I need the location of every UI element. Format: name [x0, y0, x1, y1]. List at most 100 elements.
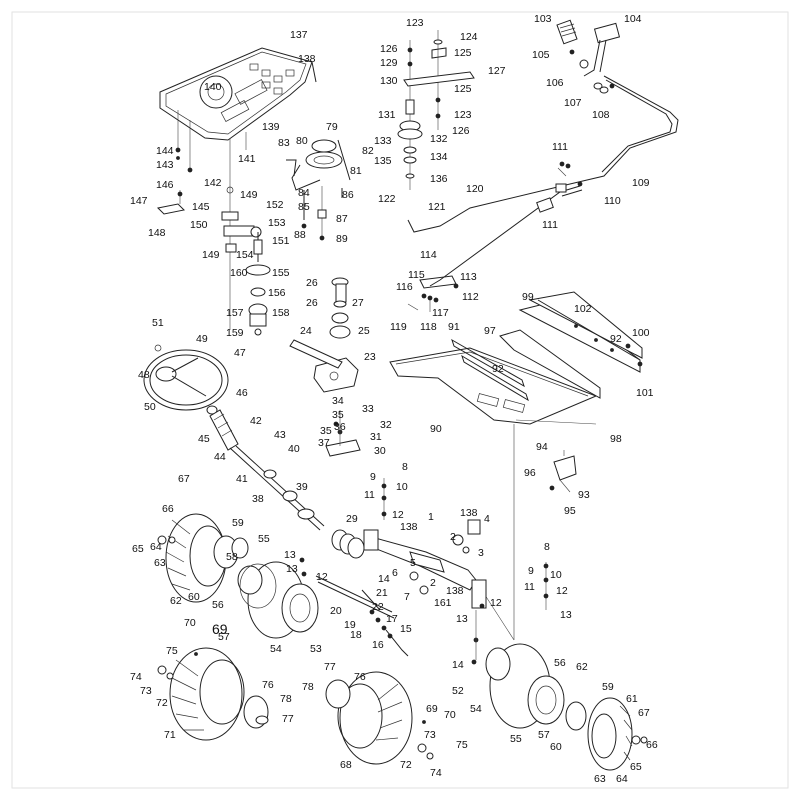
callout-56b: 56 [554, 657, 566, 669]
steering-column-stack [221, 186, 271, 336]
callout-68: 68 [340, 759, 352, 771]
callout-38: 38 [252, 493, 264, 505]
callout-73b: 73 [424, 729, 436, 741]
callout-63b: 63 [594, 773, 606, 785]
callout-125b: 125 [454, 83, 472, 95]
callout-72b: 72 [400, 759, 412, 771]
callout-49: 49 [196, 333, 208, 345]
callout-125: 125 [454, 47, 472, 59]
callout-61: 61 [626, 693, 638, 705]
callout-107: 107 [564, 97, 582, 109]
callout-55b: 55 [510, 733, 522, 745]
callout-39: 39 [296, 481, 308, 493]
callout-81: 81 [350, 165, 362, 177]
callout-70b: 70 [444, 709, 456, 721]
callout-15: 15 [400, 623, 412, 635]
callout-70: 70 [184, 617, 196, 629]
callout-66: 66 [162, 503, 174, 515]
callout-59: 59 [232, 517, 244, 529]
callout-66b: 66 [646, 739, 658, 751]
callout-55: 55 [258, 533, 270, 545]
callout-69: 69 [212, 621, 228, 637]
callout-83: 83 [278, 137, 290, 149]
callout-45: 45 [198, 433, 210, 445]
callout-159: 159 [226, 327, 244, 339]
callout-67b: 67 [638, 707, 650, 719]
callout-2: 2 [450, 531, 456, 543]
callout-60b: 60 [550, 741, 562, 753]
callout-8b: 8 [544, 541, 550, 553]
callout-33: 33 [362, 403, 374, 415]
callout-2b: 2 [430, 577, 436, 589]
callout-108: 108 [592, 109, 610, 121]
callout-37: 37 [318, 437, 330, 449]
callout-82: 82 [362, 145, 374, 157]
callout-13c: 13 [456, 613, 468, 625]
callout-95: 95 [564, 505, 576, 517]
callout-123b: 123 [454, 109, 472, 121]
callout-80: 80 [296, 135, 308, 147]
callout-7: 7 [404, 591, 410, 603]
callout-135: 135 [374, 155, 392, 167]
callout-13d: 13 [560, 609, 572, 621]
callout-14b: 14 [452, 659, 464, 671]
upper-linkage [397, 30, 475, 190]
callout-149: 149 [240, 189, 258, 201]
callout-151: 151 [272, 235, 290, 247]
callout-136: 136 [430, 173, 448, 185]
callout-46: 46 [236, 387, 248, 399]
callout-21: 21 [376, 587, 388, 599]
callout-26: 26 [306, 277, 318, 289]
callout-57: 57 [218, 631, 230, 643]
callout-30: 30 [374, 445, 386, 457]
callout-138c: 138 [460, 507, 478, 519]
callout-146: 146 [156, 179, 174, 191]
callout-126b: 126 [452, 125, 470, 137]
callout-9b: 9 [528, 565, 534, 577]
callout-78: 78 [280, 693, 292, 705]
callout-86: 86 [342, 189, 354, 201]
callout-12d: 12 [556, 585, 568, 597]
callout-51: 51 [152, 317, 164, 329]
callout-5: 5 [410, 557, 416, 569]
callout-112: 112 [462, 291, 479, 303]
page-border [11, 11, 789, 789]
callout-65b: 65 [630, 761, 642, 773]
callout-139: 139 [262, 121, 280, 133]
callout-63: 63 [154, 557, 166, 569]
front-tire [157, 513, 249, 603]
callout-120: 120 [466, 183, 484, 195]
callout-54: 54 [270, 643, 282, 655]
callout-58b: 62 [576, 661, 588, 673]
callout-79: 79 [326, 121, 338, 133]
callout-10: 10 [396, 481, 408, 493]
callout-154: 154 [236, 249, 254, 261]
callout-4: 4 [484, 513, 490, 525]
front-axle [363, 529, 487, 609]
callout-43: 43 [274, 429, 286, 441]
callout-96: 96 [524, 467, 536, 479]
callout-77b: 77 [324, 661, 336, 673]
callout-117: 117 [432, 307, 449, 319]
callout-158: 158 [272, 307, 290, 319]
callout-126: 126 [380, 43, 398, 55]
callout-18: 18 [350, 629, 362, 641]
callout-147: 147 [130, 195, 148, 207]
callout-71: 71 [164, 729, 176, 741]
callout-74: 74 [130, 671, 142, 683]
right-front-tire [587, 697, 648, 771]
callout-138d: 138 [446, 585, 464, 597]
callout-109: 109 [632, 177, 650, 189]
callout-145: 145 [192, 201, 210, 213]
callout-56: 56 [212, 599, 224, 611]
callout-67: 67 [178, 473, 190, 485]
callout-29: 29 [346, 513, 358, 525]
callout-35b: 35 [320, 425, 332, 437]
callout-138b: 138 [400, 521, 418, 533]
callout-52: 52 [452, 685, 464, 697]
callout-90: 90 [430, 423, 442, 435]
callout-98: 98 [610, 433, 622, 445]
callout-85: 85 [298, 201, 310, 213]
callout-44: 44 [214, 451, 226, 463]
